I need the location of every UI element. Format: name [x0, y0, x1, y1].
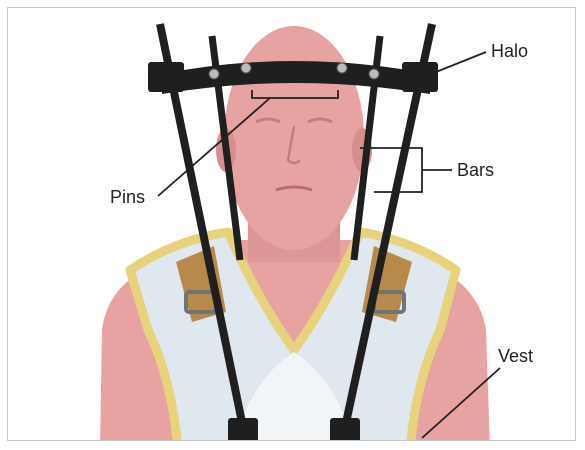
label-bars: Bars — [457, 161, 494, 179]
head-shape — [224, 26, 364, 250]
skull-pin — [241, 63, 251, 73]
label-pins: Pins — [110, 188, 145, 206]
skull-pin — [369, 69, 379, 79]
skull-pin — [209, 69, 219, 79]
left-bar-connector — [228, 418, 258, 446]
right-bar-connector — [330, 418, 360, 446]
label-halo: Halo — [491, 42, 528, 60]
halo-leader — [436, 52, 486, 72]
label-vest: Vest — [498, 347, 533, 365]
skull-pin — [337, 63, 347, 73]
